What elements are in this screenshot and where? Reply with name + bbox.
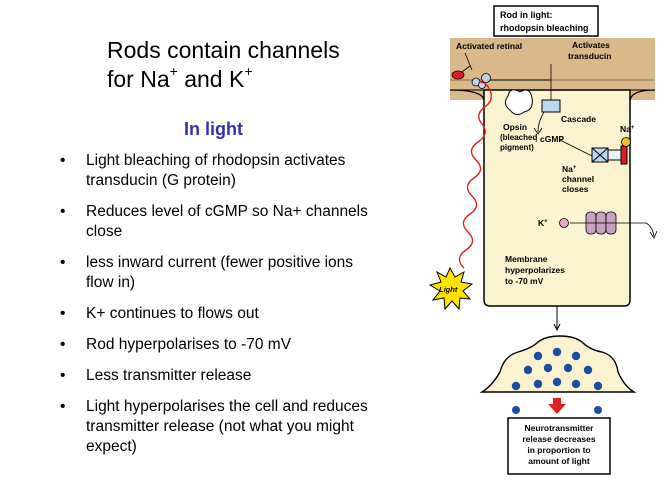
- rod-diagram: Rod in light: rhodopsin bleaching Activa…: [428, 5, 658, 475]
- vesicle-group: [511, 347, 603, 391]
- bullet-line: transmitter release (not what you might: [86, 418, 354, 435]
- bullet-dot: •: [60, 367, 66, 384]
- na-channel-label-line-3: closes: [562, 184, 589, 194]
- bullet-dot: •: [60, 336, 66, 353]
- vesicle: [552, 347, 562, 357]
- neurotransmitter-line-4: amount of light: [528, 456, 590, 466]
- bullet-line: Rod hyperpolarises to -70 mV: [86, 336, 292, 353]
- activated-retinal-label: Activated retinal: [456, 41, 522, 51]
- vesicle: [523, 365, 533, 375]
- opsin-label-line-2: (bleached: [500, 133, 537, 142]
- release-arrow-shaft: [553, 398, 561, 406]
- bullet-item: • K+ continues to flows out: [60, 304, 420, 324]
- bullet-dot: •: [60, 305, 66, 322]
- bullet-item: • less inward current (fewer positive ion…: [60, 253, 420, 293]
- membrane-label-line-1: Membrane: [505, 254, 548, 264]
- released-vesicle: [594, 406, 602, 414]
- bullet-item: • Light bleaching of rhodopsin activates t…: [60, 151, 420, 191]
- bullet-dot: •: [60, 254, 66, 271]
- vesicle: [571, 351, 581, 361]
- vesicle: [533, 351, 543, 361]
- released-vesicle: [512, 406, 520, 414]
- bullet-line: flow in): [86, 274, 136, 291]
- vesicle: [563, 363, 573, 373]
- synaptic-terminal: [479, 335, 637, 393]
- slide-subtitle: In light: [184, 119, 243, 139]
- retinal-molecule: [451, 70, 465, 80]
- neurotransmitter-line-3: in proportion to: [527, 445, 590, 455]
- bullet-dot: •: [60, 398, 66, 415]
- bullet-dot: •: [60, 203, 66, 220]
- vesicle: [533, 379, 543, 389]
- cgmp-label: cGMP: [540, 134, 564, 144]
- opsin-shape: [504, 89, 533, 116]
- bullet-dot: •: [60, 152, 66, 169]
- release-arrow-head: [548, 404, 566, 414]
- bullet-line: K+ continues to flows out: [86, 305, 259, 322]
- vesicle: [511, 381, 521, 391]
- na-channel-block: [620, 145, 628, 165]
- vesicle: [543, 363, 553, 373]
- activates-transducin-line-2: transducin: [568, 51, 611, 61]
- na-channel-label-line-1: Na+: [562, 164, 577, 174]
- na-channel-label-line-2: channel: [562, 174, 594, 184]
- svg-text:↓: ↓: [534, 134, 538, 144]
- bullet-line: Reduces level of cGMP so Na+ channels: [86, 203, 368, 220]
- bullet-item: • Light hyperpolarises the cell and reduc…: [60, 397, 420, 457]
- bullet-line: Light hyperpolarises the cell and reduce…: [86, 398, 368, 415]
- neurotransmitter-box: [507, 417, 611, 475]
- neurotransmitter-line-2: release decreases: [522, 434, 596, 444]
- opsin-label-line-3: pigment): [500, 143, 534, 152]
- transducin-box: [541, 99, 561, 113]
- light-burst-label: Light: [439, 285, 458, 294]
- bullet-item: • Reduces level of cGMP so Na+ channels cl…: [60, 202, 420, 242]
- activates-transducin-line-1: Activates: [572, 40, 610, 50]
- na-ion-label: Na+: [620, 124, 635, 134]
- bullet-item: • Rod hyperpolarises to -70 mV: [60, 335, 420, 355]
- k-ion-label: K+: [538, 218, 548, 228]
- header-box-line-1: Rod in light:: [500, 10, 552, 20]
- slide-title: Rods contain channels for Na+ and K+: [107, 36, 407, 94]
- header-box-line-2: rhodopsin bleaching: [500, 23, 589, 33]
- vesicle: [552, 377, 562, 387]
- vesicle: [583, 365, 593, 375]
- bullet-line: less inward current (fewer positive ions: [86, 254, 354, 271]
- membrane-label-line-3: to -70 mV: [505, 276, 544, 286]
- na-ion: [621, 137, 631, 147]
- k-ion-inside: [559, 218, 569, 228]
- title-line-1: Rods contain channels: [107, 37, 340, 63]
- bullet-line: close: [86, 223, 123, 240]
- bullet-list: • Light bleaching of rhodopsin activates t…: [60, 151, 420, 457]
- light-wave: [458, 81, 493, 269]
- opsin-label-line-1: Opsin: [503, 122, 527, 132]
- light-burst: [428, 266, 474, 311]
- bullet-item: • Less transmitter release: [60, 366, 420, 386]
- bullet-line: Light bleaching of rhodopsin activates: [86, 152, 346, 169]
- bullet-line: Less transmitter release: [86, 367, 252, 384]
- title-line-2: for Na+ and K+: [107, 63, 253, 92]
- vesicle: [593, 381, 603, 391]
- header-box: [493, 5, 599, 37]
- vesicle: [571, 379, 581, 389]
- rod-cell-body: [483, 89, 631, 307]
- membrane-label-line-2: hyperpolarizes: [505, 265, 565, 275]
- neurotransmitter-line-1: Neurotransmitter: [525, 423, 595, 433]
- cascade-label: Cascade: [561, 114, 596, 124]
- bullet-line: transducin (G protein): [86, 172, 236, 189]
- bullet-line: expect): [86, 438, 137, 455]
